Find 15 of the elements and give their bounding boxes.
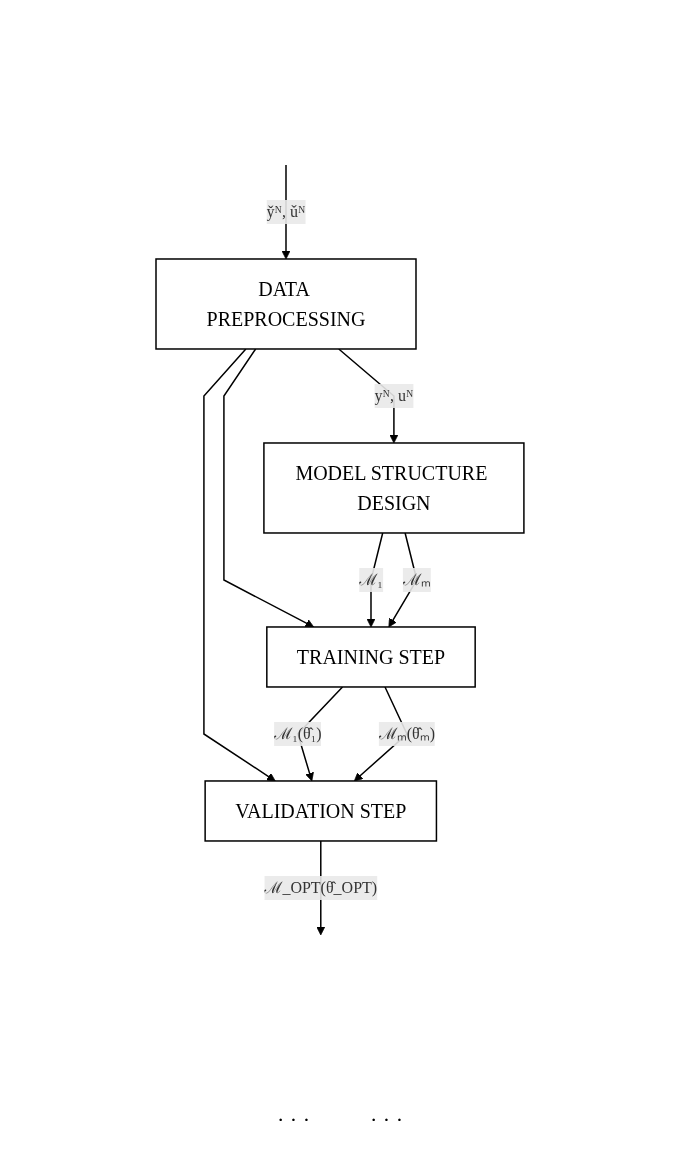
node-box: TRAINING STEP <box>266 626 476 688</box>
edge-label: ℳ_OPT(θ̂_OPT) <box>264 878 378 896</box>
edge-label: yᴺ, uᴺ <box>374 387 414 405</box>
edge-label: ℳ₁ <box>359 571 383 588</box>
edge-label: ℳ₁(θ̂₁) <box>274 724 322 742</box>
edge-label: ℳₘ <box>402 571 431 588</box>
node-box: MODEL STRUCTURE DESIGN <box>263 442 525 534</box>
edge-label: ℳₘ(θ̂ₘ) <box>378 724 436 742</box>
node-box: DATA PREPROCESSING <box>155 258 417 350</box>
ellipsis-label: · · · <box>277 1107 310 1133</box>
arrow <box>203 348 276 782</box>
edge-label: y̌ᴺ, ǔᴺ <box>266 203 306 221</box>
ellipsis-label: · · · <box>370 1107 403 1133</box>
arrow <box>223 348 315 628</box>
node-box: VALIDATION STEP <box>204 780 438 842</box>
